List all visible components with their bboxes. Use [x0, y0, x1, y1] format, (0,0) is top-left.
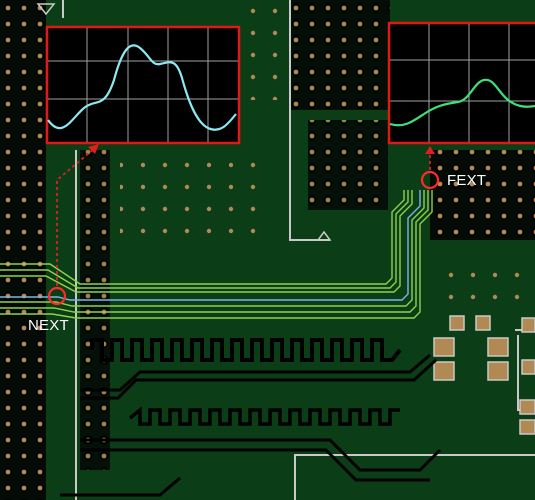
- serpentine-trace-lower: [128, 406, 400, 426]
- via-field-left: [0, 0, 46, 500]
- fext-scope-inset: [387, 21, 535, 145]
- serpentine-trace-upper: [90, 338, 402, 362]
- via-field-left-inner: [80, 150, 110, 470]
- via-field-top-center: [290, 0, 390, 110]
- next-scope-inset: [45, 25, 241, 145]
- via-field-scattered-c: [240, 0, 280, 100]
- fext-label: FEXT: [447, 172, 487, 189]
- dark-routing: [60, 353, 442, 497]
- via-field-scattered-b: [440, 260, 535, 300]
- fext-waveform: [389, 78, 535, 127]
- silkscreen-marker-2: [316, 230, 332, 241]
- fext-arrowhead: [425, 146, 435, 154]
- via-field-right-upper: [430, 150, 535, 240]
- silkscreen-outlines: [62, 0, 535, 500]
- next-arrowhead: [88, 144, 99, 154]
- via-field-scattered-a: [120, 160, 260, 240]
- signal-trace-bus: [0, 190, 433, 319]
- via-field-mid: [308, 120, 388, 210]
- next-probe-ring: [47, 286, 67, 306]
- next-scope-grid: [48, 28, 238, 142]
- smd-pads: [433, 315, 535, 435]
- silkscreen-marker: [36, 3, 56, 16]
- next-waveform: [47, 44, 237, 131]
- next-marker-arrow: [56, 147, 96, 286]
- next-label: NEXT: [28, 317, 69, 334]
- fext-probe-ring: [420, 170, 440, 190]
